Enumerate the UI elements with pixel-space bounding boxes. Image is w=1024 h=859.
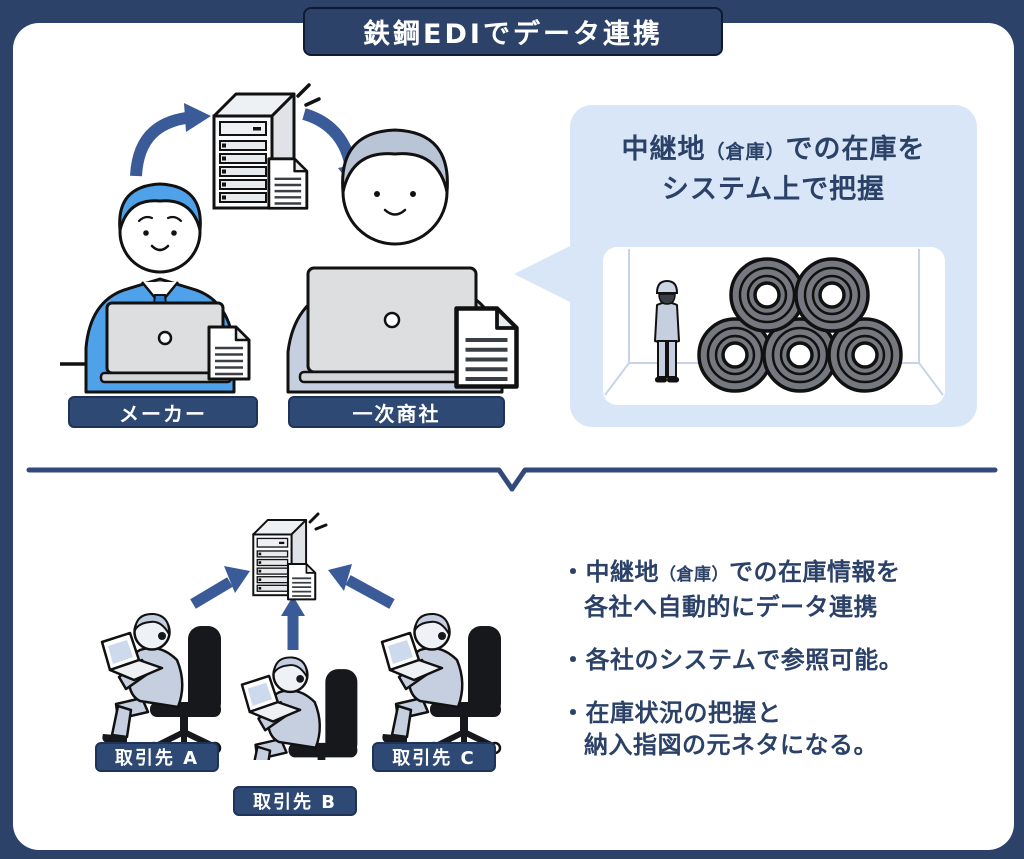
trader-label: 一次商社 (288, 396, 505, 428)
document-icon (457, 309, 517, 387)
maker-label: メーカー (68, 396, 258, 428)
speech-bubble-tail-icon (514, 245, 572, 303)
document-icon (207, 325, 251, 381)
bullet-1-pre: ・中継地 (561, 558, 659, 586)
document-icon (267, 157, 309, 210)
partner-c-label: 取引先 C (372, 742, 496, 772)
sparkle-icon (308, 512, 328, 531)
bullet-2-text: ・各社のシステムで参照可能。 (561, 646, 904, 674)
bottom-illustration (80, 512, 520, 760)
bubble-heading: 中継地（倉庫）での在庫を システム上で把握 (570, 131, 977, 209)
bubble-line1-small: （倉庫） (705, 141, 786, 163)
partner-b-label: 取引先 B (233, 786, 357, 816)
partner-c-person-illustration (382, 614, 501, 756)
warehouse-panel (603, 247, 945, 405)
bullet-3-line1: ・在庫状況の把握と (561, 699, 782, 727)
sparkle-icon (296, 83, 321, 107)
bullet-1-post: での在庫情報を (729, 558, 901, 586)
warehouse-worker-icon (654, 279, 680, 383)
title-banner: 鉄鋼EDIでデータ連携 (303, 7, 723, 56)
partner-a-label-text: 取引先 A (114, 748, 200, 769)
top-illustration (60, 83, 530, 394)
divider-chevron-icon (26, 467, 998, 492)
partner-b-person-illustration (242, 657, 357, 760)
bubble-line1-post: での在庫を (785, 134, 926, 165)
trader-label-text: 一次商社 (352, 401, 441, 426)
bullet-1-line2: 各社へ自動的にデータ連携 (584, 593, 878, 621)
maker-person-illustration (60, 182, 251, 394)
arrow-partner-b-icon (281, 596, 305, 650)
partner-a-person-illustration (102, 614, 221, 756)
bullet-1-small: （倉庫） (659, 565, 729, 585)
arrow-partner-c-icon (328, 564, 395, 609)
partner-b-label-text: 取引先 B (253, 792, 337, 813)
bubble-line1-pre: 中継地 (621, 134, 706, 165)
trader-person-illustration (286, 128, 517, 394)
bullet-3: ・在庫状況の把握と 納入指図の元ネタになる。 (561, 697, 1017, 761)
arrow-partner-a-icon (190, 566, 250, 609)
document-icon (287, 563, 317, 601)
bubble-line2: システム上で把握 (661, 174, 886, 205)
partner-c-label-text: 取引先 C (392, 748, 476, 769)
speech-bubble: 中継地（倉庫）での在庫を システム上で把握 (570, 105, 977, 427)
section-divider (26, 467, 998, 492)
arrow-maker-to-server-icon (130, 103, 211, 177)
benefits-list: ・中継地（倉庫）での在庫情報を 各社へ自動的にデータ連携 ・各社のシステムで参照… (561, 556, 1017, 782)
maker-label-text: メーカー (119, 401, 207, 426)
bullet-3-line2: 納入指図の元ネタになる。 (584, 731, 878, 759)
warehouse-illustration (604, 249, 944, 396)
bullet-2: ・各社のシステムで参照可能。 (561, 644, 1017, 676)
partner-a-label: 取引先 A (95, 742, 219, 772)
page-title: 鉄鋼EDIでデータ連携 (363, 19, 663, 50)
bullet-1: ・中継地（倉庫）での在庫情報を 各社へ自動的にデータ連携 (561, 556, 1017, 623)
